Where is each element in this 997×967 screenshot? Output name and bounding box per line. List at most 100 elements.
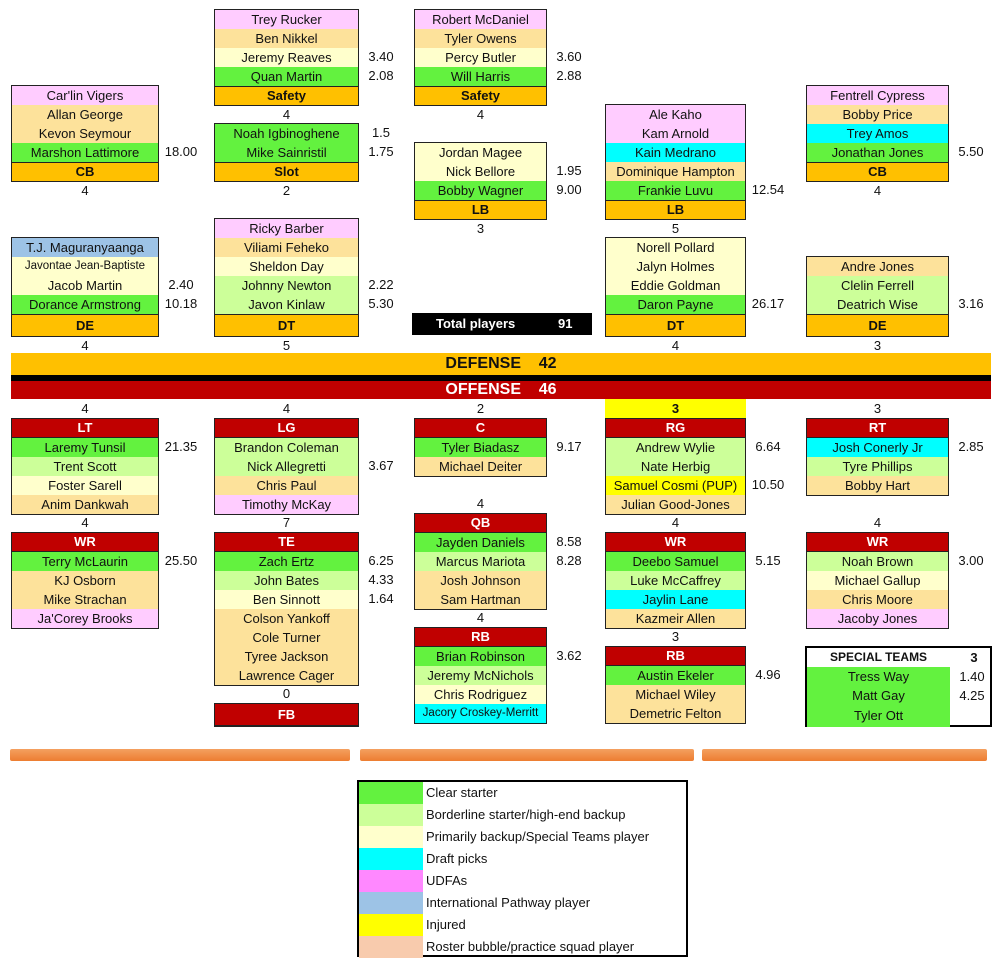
legend-item: International Pathway player [359, 892, 686, 914]
position-header: LB [606, 200, 745, 219]
legend-label: International Pathway player [426, 895, 591, 910]
special-teams-player: Tyler Ott [807, 705, 950, 727]
cap-value: 25.50 [164, 553, 198, 568]
special-teams-player: Tress Way [807, 667, 950, 686]
position-header: LT [12, 419, 158, 438]
position-header: RB [606, 647, 745, 666]
legend-label: Primarily backup/Special Teams player [426, 829, 650, 844]
player-row: Mike Strachan [12, 590, 158, 609]
player-row: Tyre Phillips [807, 457, 948, 476]
cap-value: 10.50 [751, 477, 785, 492]
player-row: Nate Herbig [606, 457, 745, 476]
player-row: Josh Conerly Jr [807, 438, 948, 457]
position-count: 3 [873, 338, 882, 353]
player-row: Terry McLaurin [12, 552, 158, 571]
player-row: Javon Kinlaw [215, 295, 358, 314]
position-count: 4 [671, 515, 680, 530]
cap-value: 3.40 [368, 49, 394, 64]
player-row: Bobby Hart [807, 476, 948, 495]
player-row: Austin Ekeler [606, 666, 745, 685]
player-row: Car'lin Vigers [12, 86, 158, 105]
position-count: 4 [81, 515, 89, 530]
player-row: Marshon Lattimore [12, 143, 158, 162]
player-row: John Bates [215, 571, 358, 590]
cap-value: 2.08 [368, 68, 394, 83]
player-row: Michael Gallup [807, 571, 948, 590]
player-row: Josh Johnson [415, 571, 546, 590]
legend-swatch [359, 826, 423, 848]
cap-value: 3.62 [556, 648, 582, 663]
legend-label: Draft picks [426, 851, 488, 866]
cap-value: 1.95 [556, 163, 582, 178]
legend-swatch [359, 936, 423, 958]
legend-swatch [359, 892, 423, 914]
position-count: 2 [282, 183, 291, 198]
position-count: 4 [282, 401, 291, 416]
cap-value: 4.25 [959, 688, 985, 703]
special-teams-count: 3 [970, 650, 978, 665]
position-group-fb: FB [214, 703, 359, 727]
player-row: Robert McDaniel [415, 10, 546, 29]
defense-banner: DEFENSE 42 [11, 353, 991, 375]
cap-value: 4.33 [368, 572, 394, 587]
player-row: Javontae Jean-Baptiste [12, 257, 158, 276]
position-header: WR [606, 533, 745, 552]
cap-value: 3.00 [958, 553, 984, 568]
position-count: 2 [476, 401, 485, 416]
cap-value: 5.50 [958, 144, 984, 159]
player-row: Jacoby Jones [807, 609, 948, 628]
player-row: Noah Igbinoghene [215, 124, 358, 143]
position-header: DE [12, 314, 158, 336]
position-header: WR [12, 533, 158, 552]
position-header: Safety [415, 86, 546, 105]
player-row: Clelin Ferrell [807, 276, 948, 295]
player-row: Nick Bellore [415, 162, 546, 181]
position-count: 4 [476, 107, 485, 122]
player-row: Viliami Feheko [215, 238, 358, 257]
player-row: Chris Rodriguez [415, 685, 546, 704]
position-count: 4 [873, 515, 882, 530]
player-row: Samuel Cosmi (PUP) [606, 476, 745, 495]
position-count: 4 [81, 338, 89, 353]
player-row: Will Harris [415, 67, 546, 86]
player-row: Daron Payne [606, 295, 745, 314]
divider-bar-left [10, 749, 350, 761]
player-row: Ben Nikkel [215, 29, 358, 48]
player-row: Kain Medrano [606, 143, 745, 162]
player-row: Ricky Barber [215, 219, 358, 238]
legend-label: UDFAs [426, 873, 468, 888]
cap-value: 10.18 [164, 296, 198, 311]
position-count: 4 [873, 183, 882, 198]
cap-value: 21.35 [164, 439, 198, 454]
player-row: T.J. Maguranyaanga [12, 238, 158, 257]
player-row: Demetric Felton [606, 704, 745, 723]
total-players-label: Total players [436, 316, 516, 331]
player-row: Tyler Biadasz [415, 438, 546, 457]
position-header: RG [606, 419, 745, 438]
player-row: Timothy McKay [215, 495, 358, 514]
player-row: Jaylin Lane [606, 590, 745, 609]
cap-value: 26.17 [751, 296, 785, 311]
player-row: Michael Deiter [415, 457, 546, 476]
player-row: Chris Moore [807, 590, 948, 609]
cap-value: 6.64 [755, 439, 781, 454]
position-count: 7 [282, 515, 291, 530]
player-row: Percy Butler [415, 48, 546, 67]
legend-label: Injured [426, 917, 466, 932]
position-count: 4 [81, 401, 89, 416]
player-row: Quan Martin [215, 67, 358, 86]
player-row: Zach Ertz [215, 552, 358, 571]
